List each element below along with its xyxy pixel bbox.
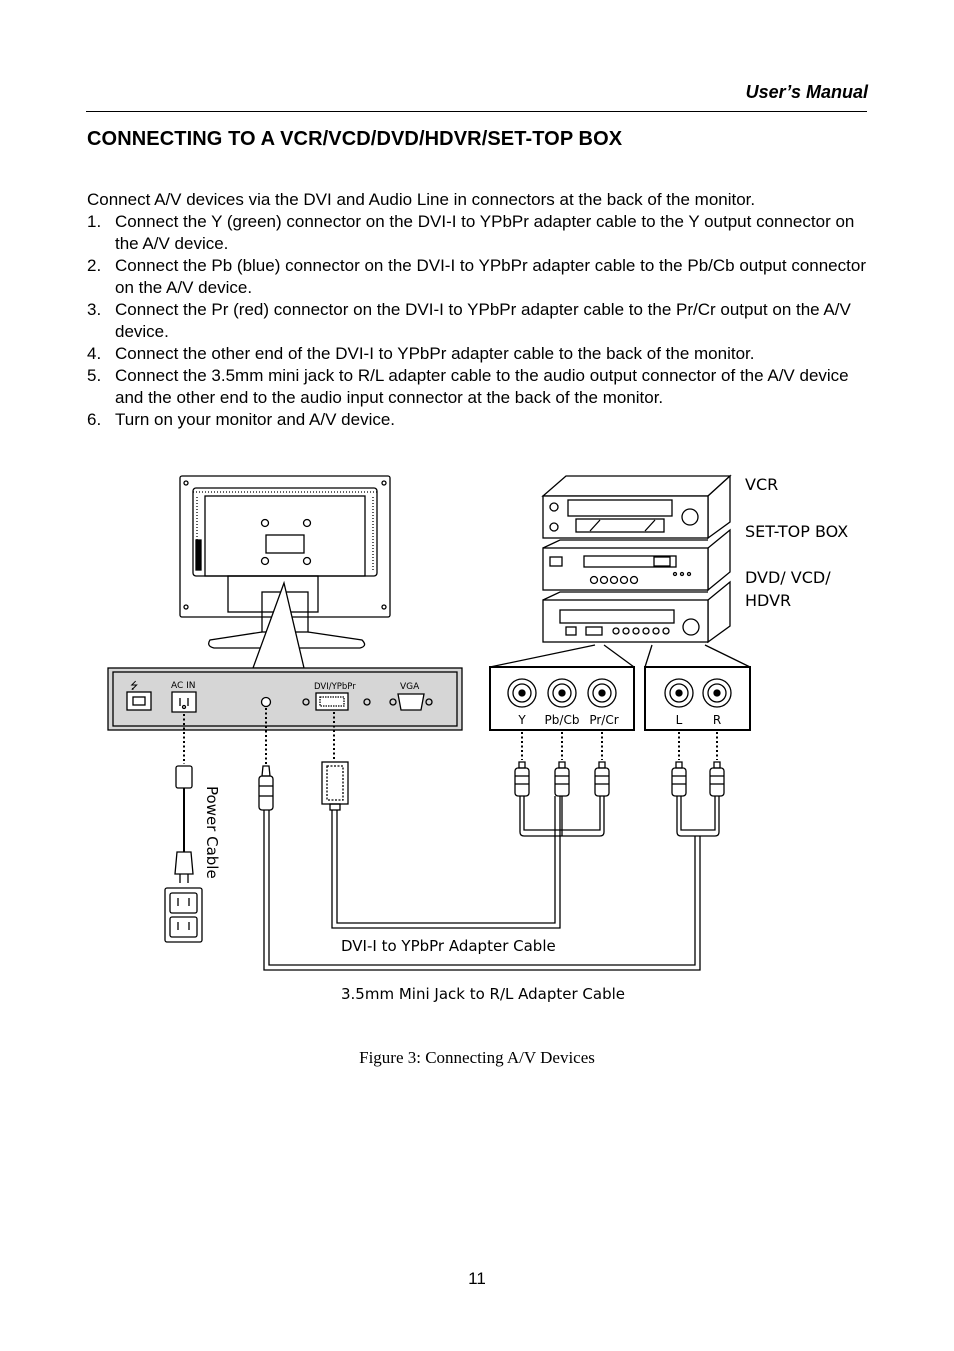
dvd-label-line2: HDVR	[745, 591, 791, 610]
step-number: 3.	[87, 300, 102, 319]
step-number: 5.	[87, 366, 102, 385]
vcr-label: VCR	[745, 475, 778, 494]
wall-outlet-illustration	[164, 887, 203, 943]
audio-output-panel	[644, 666, 751, 731]
settop-box-illustration	[542, 528, 731, 592]
jack-label-y: Y	[517, 713, 526, 727]
jack-label-pr: Pr/Cr	[589, 713, 618, 727]
running-header: User’s Manual	[745, 82, 868, 102]
rca-plug-illustration	[514, 761, 725, 797]
jack-label-l: L	[676, 713, 683, 727]
monitor-connector-panel	[107, 667, 463, 731]
step-text: Connect the Y (green) connector on the D…	[115, 212, 855, 253]
dvi-adapter-cable	[331, 796, 605, 929]
instruction-step: 3. Connect the Pr (red) connector on the …	[87, 299, 867, 343]
power-cable-illustration	[174, 765, 194, 883]
settop-box-label: SET-TOP BOX	[745, 522, 848, 541]
step-number: 4.	[87, 344, 102, 363]
dvi-adapter-cable-label: DVI-I to YPbPr Adapter Cable	[341, 937, 556, 955]
dvi-plug-illustration	[321, 761, 349, 811]
instruction-step: 1. Connect the Y (green) connector on the…	[87, 211, 867, 255]
audio-adapter-cable-label: 3.5mm Mini Jack to R/L Adapter Cable	[341, 985, 625, 1003]
usb-icon: ⭍	[130, 680, 138, 692]
mini-jack-plug-illustration	[258, 765, 274, 811]
step-text: Connect the other end of the DVI-I to YP…	[115, 344, 755, 363]
step-text: Connect the Pb (blue) connector on the D…	[115, 256, 866, 297]
figure-caption: Figure 3: Connecting A/V Devices	[359, 1048, 595, 1067]
dvi-port-label: DVI/YPbPr	[314, 682, 356, 692]
instruction-step: 6. Turn on your monitor and A/V device.	[87, 409, 867, 431]
intro-paragraph: Connect A/V devices via the DVI and Audi…	[87, 190, 756, 209]
instruction-step: 4. Connect the other end of the DVI-I to …	[87, 343, 867, 365]
step-number: 1.	[87, 212, 102, 231]
video-output-panel	[489, 666, 635, 731]
section-title: CONNECTING TO A VCR/VCD/DVD/HDVR/SET-TOP…	[87, 128, 623, 150]
instruction-list: 1. Connect the Y (green) connector on the…	[87, 211, 867, 431]
power-cable-label: Power Cable	[203, 786, 221, 879]
step-number: 6.	[87, 410, 102, 429]
instruction-step: 2. Connect the Pb (blue) connector on the…	[87, 255, 867, 299]
header-rule	[86, 111, 867, 112]
ac-in-label: AC IN	[171, 681, 196, 691]
step-text: Connect the 3.5mm mini jack to R/L adapt…	[115, 366, 849, 407]
page-number: 11	[468, 1269, 486, 1288]
vga-port-label: VGA	[400, 682, 420, 692]
step-text: Turn on your monitor and A/V device.	[115, 410, 396, 429]
vcr-device-illustration	[541, 474, 732, 540]
monitor-rear-illustration	[179, 475, 391, 669]
step-number: 2.	[87, 256, 102, 275]
dvd-player-illustration	[542, 580, 731, 644]
step-text: Connect the Pr (red) connector on the DV…	[115, 300, 851, 341]
dvd-label-line1: DVD/ VCD/	[745, 568, 831, 587]
jack-label-r: R	[713, 713, 721, 727]
audio-adapter-cable	[263, 796, 720, 971]
instruction-step: 5. Connect the 3.5mm mini jack to R/L ada…	[87, 365, 867, 409]
jack-label-pb: Pb/Cb	[545, 713, 580, 727]
connection-diagram: VCR SET-TOP BOX DVD/ VCD/ HDVR ⭍ AC IN D…	[107, 474, 848, 1003]
